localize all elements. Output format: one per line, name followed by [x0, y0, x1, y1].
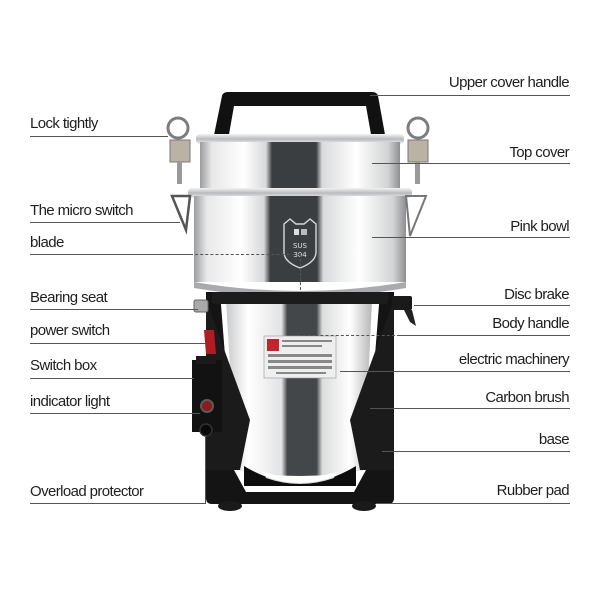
disc-brake [392, 296, 416, 326]
overload-protector [199, 423, 213, 437]
label-rubber-pad: Rubber pad [496, 482, 570, 499]
label-bearing-seat: Bearing seat [30, 289, 108, 306]
lock-clamp-left [166, 116, 192, 235]
label-overload-protector: Overload protector [30, 483, 144, 500]
switch-box [192, 330, 222, 437]
leader-motor [340, 371, 570, 372]
leader-base [382, 451, 570, 452]
lock-clamp-right [404, 116, 430, 237]
label-indicator-light: indicator light [30, 393, 110, 410]
label-disc-brake: Disc brake [504, 286, 569, 303]
label-micro-switch: The micro switch [30, 202, 134, 219]
upper-cover-handle [213, 92, 386, 140]
label-power-switch: power switch [30, 322, 110, 339]
leader-bodyhandle-dash [300, 335, 400, 336]
label-blade: blade [30, 234, 64, 251]
label-carbon-brush: Carbon brush [485, 389, 569, 406]
leader-carbon [370, 408, 570, 409]
label-switch-box: Switch box [30, 357, 97, 374]
label-pink-bowl: Pink bowl [510, 218, 569, 235]
label-base: base [538, 431, 570, 448]
bearing-seat [193, 299, 209, 313]
leader-overload [30, 503, 206, 504]
rubber-pads [218, 501, 376, 511]
label-electric-machinery: electric machinery [458, 351, 570, 368]
label-top-cover: Top cover [509, 144, 569, 161]
leader-power [30, 343, 206, 344]
leader-lock [30, 136, 168, 137]
leader-bodyhandle [400, 335, 570, 336]
label-upper-cover-handle: Upper cover handle [448, 74, 570, 91]
leader-rubber [376, 503, 570, 504]
power-switch-toggle [204, 330, 216, 354]
leader-overload-v [205, 436, 206, 503]
leader-indicator [30, 413, 200, 414]
leader-handle [370, 95, 570, 96]
leader-blade-vdash [300, 254, 301, 290]
leader-blade [30, 254, 190, 255]
leader-disc [414, 305, 570, 306]
leader-bowl [372, 237, 570, 238]
label-lock-tightly: Lock tightly [30, 115, 98, 132]
motor-body [226, 300, 372, 476]
svg-text:SUS: SUS [293, 242, 308, 250]
leader-topcover [372, 163, 570, 164]
top-cover [196, 134, 404, 190]
leader-switchbox [30, 378, 194, 379]
leader-blade-dash [190, 254, 300, 255]
indicator-light [200, 399, 214, 413]
leader-bearing [30, 309, 198, 310]
label-body-handle: Body handle [492, 315, 569, 332]
leader-micro [30, 222, 180, 223]
